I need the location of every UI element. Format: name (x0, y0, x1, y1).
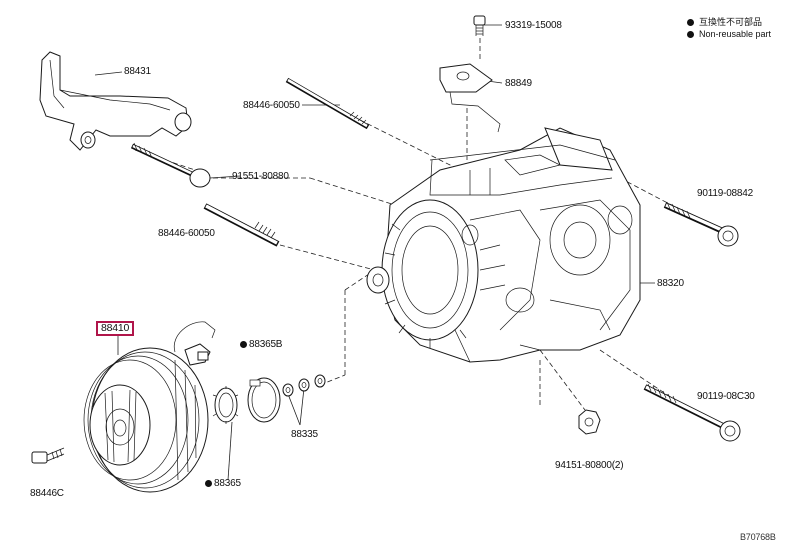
legend-row-1: 互換性不可部品 (687, 16, 771, 28)
coil-wire (173, 321, 216, 366)
bullet-icon (687, 30, 694, 38)
bolt-91551 (130, 142, 211, 188)
label-88446c[interactable]: 88446C (30, 488, 64, 499)
stud-88446-b (203, 203, 280, 247)
label-88365b[interactable]: 88365B (249, 339, 283, 350)
label-88365[interactable]: 88365 (214, 478, 241, 489)
label-90119-b[interactable]: 90119-08C30 (697, 391, 755, 402)
non-reusable-icon (240, 340, 247, 348)
non-reusable-icon (205, 479, 212, 487)
label-91551[interactable]: 91551-80880 (232, 171, 289, 182)
label-94151[interactable]: 94151-80800(2) (555, 460, 624, 471)
legend-row-2: Non-reusable part (687, 28, 771, 40)
label-88410[interactable]: 88410 (96, 321, 135, 336)
label-88335[interactable]: 88335 (291, 429, 318, 440)
label-88320[interactable]: 88320 (657, 278, 684, 289)
snap-ring-large (247, 377, 281, 423)
label-88365-wrap: 88365 (205, 478, 241, 489)
pulley-88410 (83, 347, 209, 493)
shims-88335 (282, 374, 326, 397)
nut-94151 (578, 409, 601, 435)
bracket-88849 (439, 63, 501, 133)
bracket-88431 (39, 51, 192, 151)
label-88431[interactable]: 88431 (124, 66, 151, 77)
label-88365b-wrap: 88365B (240, 339, 282, 350)
bolt-88446c (31, 447, 65, 464)
label-88849[interactable]: 88849 (505, 78, 532, 89)
legend-item-2: Non-reusable part (699, 29, 772, 39)
label-90119-a[interactable]: 90119-08842 (697, 188, 754, 199)
bolt-93319 (473, 15, 486, 36)
bolt-90119-a (663, 201, 739, 247)
stud-88446-a (285, 77, 370, 130)
bolt-90119-b (643, 383, 741, 442)
legend: 互換性不可部品 Non-reusable part (687, 16, 771, 40)
snap-ring-88365 (212, 386, 239, 424)
label-88446-b[interactable]: 88446-60050 (158, 228, 215, 239)
diagram-code: B70768B (740, 532, 776, 542)
bullet-icon (687, 18, 694, 26)
label-88446-a[interactable]: 88446-60050 (243, 100, 300, 111)
legend-item-1: 互換性不可部品 (699, 17, 763, 27)
label-93319[interactable]: 93319-15008 (505, 20, 562, 31)
compressor-88320 (366, 127, 641, 363)
